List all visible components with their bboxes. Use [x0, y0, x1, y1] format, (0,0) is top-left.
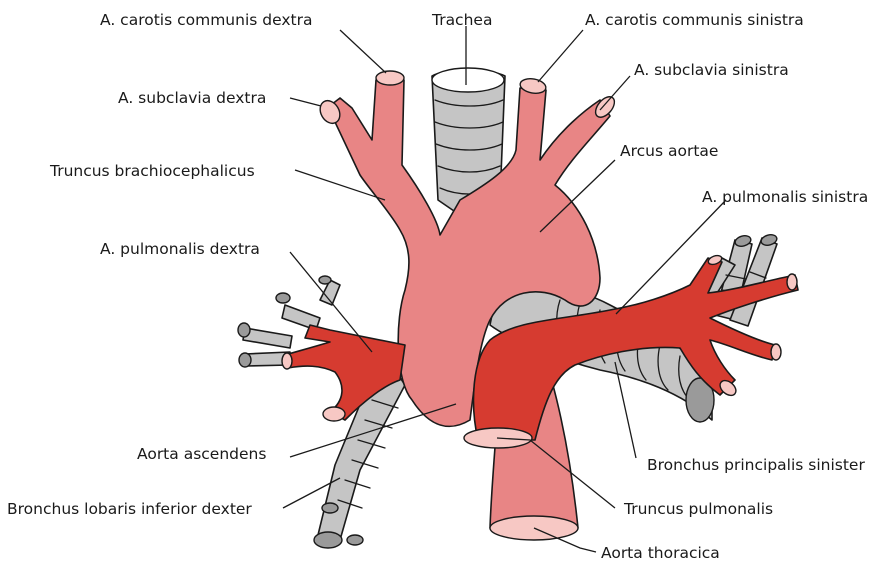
label-pulmonalis-sinistra: A. pulmonalis sinistra	[702, 188, 868, 206]
label-truncus-brachiocephalicus: Truncus brachiocephalicus	[49, 162, 255, 180]
leader-carotis-sinistra	[538, 30, 583, 82]
leader-subclavia-sinistra	[600, 76, 630, 110]
label-subclavia-sinistra: A. subclavia sinistra	[634, 61, 789, 79]
leader-subclavia-dextra	[290, 98, 321, 106]
label-aorta-ascendens: Aorta ascendens	[137, 445, 266, 463]
right-bronchi	[238, 276, 405, 548]
label-carotis-sinistra: A. carotis communis sinistra	[585, 11, 804, 29]
label-aorta-thoracica: Aorta thoracica	[601, 544, 720, 562]
label-pulmonalis-dextra: A. pulmonalis dextra	[100, 240, 260, 258]
label-subclavia-dextra: A. subclavia dextra	[118, 89, 266, 107]
leader-carotis-dextra	[340, 30, 386, 73]
label-trachea: Trachea	[431, 11, 492, 29]
label-bronchus-principalis-sinister: Bronchus principalis sinister	[647, 456, 865, 474]
label-truncus-pulmonalis: Truncus pulmonalis	[623, 500, 773, 518]
label-bronchus-lobaris-inferior-dexter: Bronchus lobaris inferior dexter	[7, 500, 252, 518]
label-arcus-aortae: Arcus aortae	[620, 142, 718, 160]
label-carotis-dextra: A. carotis communis dextra	[100, 11, 313, 29]
